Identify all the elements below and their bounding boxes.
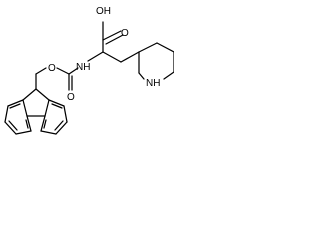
carboxylic-acid-group: [102, 21, 124, 45]
carbonyl-to-ester-o-bond: [56, 67, 70, 75]
right-benzene-inner-2: [54, 120, 64, 131]
carbamate-carbonyl-oxygen-label: O: [67, 92, 75, 103]
backbone: [87, 39, 140, 63]
left-benzene-bond-5: [26, 115, 32, 132]
left-benzene-inner-3: [25, 119, 29, 129]
atom-labels: OH O NH O O NH: [48, 6, 160, 103]
acid-carbonyl-oxygen-label: O: [121, 28, 129, 39]
fluorene-group: [4, 88, 68, 135]
molecule-canvas: OH O NH O O NH: [0, 0, 174, 157]
right-benzene-bond-3: [55, 121, 68, 135]
alpha-to-ch2-bond: [102, 51, 122, 63]
right-benzene-bond-4: [40, 130, 57, 135]
piperidine-ring: [138, 42, 174, 80]
nh-to-carbonyl-bond: [68, 67, 79, 75]
fluorene-c9-left-bond: [22, 88, 37, 101]
left-benzene-bond-2: [4, 105, 9, 123]
alpha-to-nh-bond: [87, 51, 104, 62]
right-benzene-bond-5: [40, 115, 46, 132]
ester-o-to-ch2-bond: [35, 67, 47, 75]
left-benzene-bond-3: [4, 121, 17, 135]
ester-oxygen-label: O: [48, 63, 56, 74]
ch2-to-ring-bond: [120, 51, 140, 63]
right-benzene-bond-2: [63, 105, 68, 123]
ring-bond-4: [163, 71, 174, 80]
carbamate-group: [35, 67, 79, 91]
ring-nh-label: NH: [146, 78, 160, 89]
right-benzene-bond-1: [48, 99, 65, 107]
right-benzene-inner-1: [51, 103, 63, 109]
hydroxyl-label: OH: [96, 6, 111, 17]
left-benzene-inner-2: [8, 120, 18, 131]
fluorene-c9-right-bond: [35, 88, 50, 101]
left-benzene-bond-4: [15, 130, 32, 135]
left-benzene-bond-1: [7, 99, 24, 107]
fluorene-right-fusion-bond: [44, 99, 50, 117]
acid-c-o-double-bond-a: [102, 30, 122, 41]
amide-nh-label: NH: [76, 62, 90, 73]
acid-c-o-double-bond-b: [105, 34, 124, 45]
ring-bond-2: [156, 42, 174, 53]
fluorene-left-fusion-bond: [22, 99, 28, 117]
right-benzene-inner-3: [43, 119, 47, 129]
ring-bond-5: [138, 72, 145, 80]
structure-diagram: OH O NH O O NH: [4, 6, 174, 135]
ring-bond-1: [138, 42, 158, 53]
left-benzene-inner-1: [9, 103, 21, 109]
